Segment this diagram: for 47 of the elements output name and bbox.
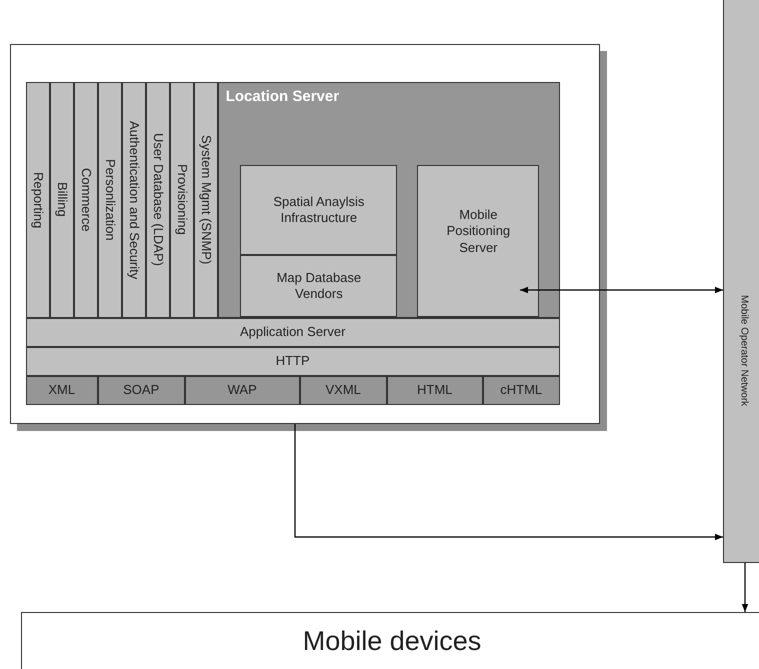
label-text: Mobile Positioning Server (446, 207, 512, 256)
label-text: Application Server (240, 324, 346, 340)
arrow (742, 563, 748, 612)
label-text: Provisioning (174, 164, 190, 236)
component-box (240, 165, 398, 256)
label-text: User Database (LDAP) (150, 133, 166, 266)
protocol-box (300, 376, 387, 405)
label-text: XML (48, 382, 76, 398)
label-text: Reporting (30, 172, 46, 228)
label-text: System Mgmt (SNMP) (198, 135, 214, 264)
server-panel (218, 82, 560, 318)
service-column (146, 82, 170, 318)
protocol-box (26, 376, 98, 405)
label-text: HTTP (276, 353, 310, 370)
component-box (26, 318, 560, 347)
service-column (170, 82, 194, 318)
label-text: cHTML (500, 382, 542, 398)
service-column (194, 82, 218, 318)
service-column (74, 82, 98, 318)
component-box (26, 346, 560, 376)
arrow (294, 424, 723, 540)
label-text: WAP (228, 382, 257, 398)
label-text: VXML (325, 382, 361, 398)
component-box (240, 255, 398, 318)
label-text: Authentication and Security (126, 120, 142, 279)
devices-box (21, 612, 759, 669)
component-box (417, 165, 540, 318)
protocol-box (184, 376, 300, 405)
label-text: SOAP (123, 382, 160, 398)
label-text: HTML (416, 382, 452, 398)
label-text: Personlization (102, 158, 118, 241)
service-column (122, 82, 146, 318)
network-bar (723, 0, 759, 563)
label-text: Mobile Operator Network (737, 294, 750, 406)
label-text: Map Database Vendors (276, 270, 362, 303)
arrow (520, 286, 723, 294)
label-text: Location Server (226, 88, 340, 106)
label-text: Mobile devices (302, 625, 482, 658)
label-text: Spatial Anaylsis Infrastructure (272, 194, 366, 227)
service-column (50, 82, 74, 318)
label-text: Billing (54, 182, 70, 218)
protocol-box (98, 376, 185, 405)
protocol-box (386, 376, 483, 405)
label-text: Commerce (78, 168, 94, 232)
service-column (26, 82, 50, 318)
protocol-box (482, 376, 560, 405)
service-column (98, 82, 122, 318)
